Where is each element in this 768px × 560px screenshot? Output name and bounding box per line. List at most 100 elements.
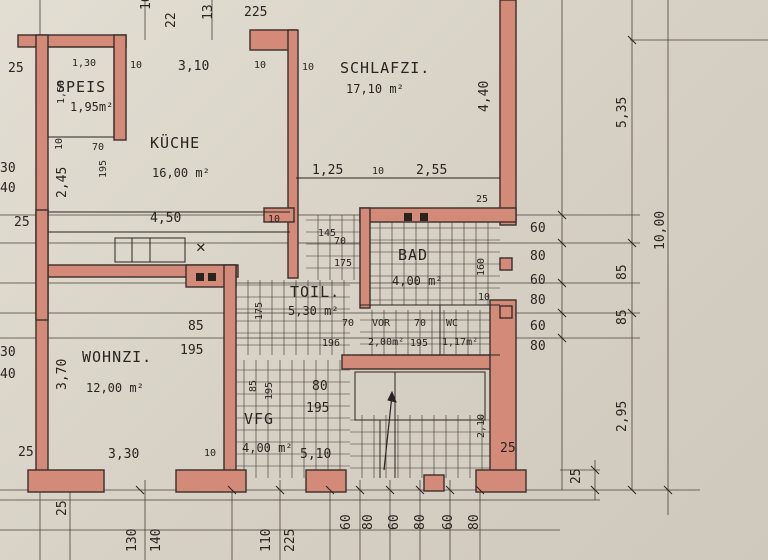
dim-vfg-195b: 195 (306, 401, 329, 416)
room-outlines (47, 46, 500, 356)
dim-wohn-195: 195 (180, 343, 203, 358)
dim-door-195: 195 (98, 160, 109, 178)
room-area-vfg: 4,00 m² (242, 441, 293, 455)
dim-w-255: 2,55 (416, 163, 447, 178)
dim-vfg-80: 80 (312, 379, 328, 394)
dim-r-535: 5,35 (615, 97, 630, 128)
dim-wohn-10: 10 (204, 448, 216, 459)
dim-kueche-310: 3,10 (178, 59, 209, 74)
dim-stair-210: 2,10 (476, 414, 487, 438)
room-name-wc: WC (446, 318, 458, 329)
wall-right-upper (499, 0, 517, 226)
wall-stair-top (341, 354, 503, 370)
dim-left-25a: 25 (8, 61, 24, 76)
dim-left-25c: 25 (18, 445, 34, 460)
stair (354, 371, 486, 478)
dim-r-80b: 80 (530, 293, 546, 308)
dim-kueche-10: 10 (254, 60, 266, 71)
room-name-vor: VOR (372, 318, 391, 329)
dim-top-22: 22 (164, 12, 179, 28)
room-name-kueche: KÜCHE (150, 133, 200, 152)
dim-r-85b: 85 (615, 309, 630, 325)
dim-bot-60b: 60 (387, 514, 402, 530)
dim-left-25b: 25 (14, 215, 30, 230)
dim-wohn-330: 3,30 (108, 447, 139, 462)
wall-kitchen-right (287, 29, 299, 279)
wall-speis-top (17, 34, 127, 48)
dim-kueche-245: 2,45 (55, 167, 70, 198)
dim-r-80c: 80 (530, 339, 546, 354)
dim-bot-225: 225 (283, 529, 298, 552)
dim-speis-10: 10 (130, 60, 142, 71)
room-name-bad: BAD (398, 246, 428, 264)
dim-r-60a: 60 (530, 221, 546, 236)
dim-r-85a: 85 (615, 264, 630, 280)
wall-bad-left (359, 207, 371, 309)
dim-width-450: 4,50 (150, 211, 181, 226)
dim-left-30: 30 (0, 161, 16, 176)
dim-door-70: 70 (92, 142, 104, 153)
dim-r-295: 2,95 (615, 401, 630, 432)
room-area-vor: 2,00m² (368, 337, 404, 348)
room-name-schlafzi: SCHLAFZI. (340, 59, 430, 77)
wall-bottom-left (27, 469, 105, 493)
dim-bad-160: 160 (476, 258, 487, 276)
dim-bot-60a: 60 (339, 514, 354, 530)
dim-bad-70: 70 (334, 236, 346, 247)
wall-right-lower (489, 299, 517, 481)
tick-marks (135, 35, 673, 495)
dim-r-80a: 80 (530, 249, 546, 264)
dim-left-30b: 30 (0, 345, 16, 360)
dim-vor-196: 196 (322, 338, 340, 349)
dim-kueche-10c: 10 (54, 138, 65, 150)
room-area-bad: 4,00 m² (392, 274, 443, 288)
room-area-wc: 1,17m² (442, 337, 478, 348)
dim-r-60b: 60 (530, 273, 546, 288)
dim-toil-175: 175 (254, 302, 265, 320)
wall-bottom-mid2 (305, 469, 347, 493)
room-area-wohnzi: 12,00 m² (86, 381, 144, 395)
dim-left-40b: 40 (0, 367, 16, 382)
tile-grid (232, 215, 500, 478)
dim-vfg-195: 195 (264, 382, 275, 400)
dim-bot-60c: 60 (441, 514, 456, 530)
dim-bad-145: 145 (318, 228, 336, 239)
dim-schlaf-440: 4,40 (477, 81, 492, 112)
flue-mark: ✕ (196, 237, 206, 256)
room-area-toil: 5,30 m² (288, 304, 339, 318)
dim-bot-25: 25 (55, 500, 70, 516)
dim-vor-195: 195 (410, 338, 428, 349)
dim-r-25: 25 (569, 468, 584, 484)
dimension-labels: 225 10 22 13 1,30 1,50 10 3,10 10 10 4,4… (0, 0, 668, 552)
room-area-speis: 1,95m² (70, 100, 113, 114)
dim-stair-25: 25 (500, 441, 516, 456)
wall-bottom-pillar (423, 474, 445, 492)
dim-wohn-370: 3,70 (55, 359, 70, 390)
wall-bottom-right (475, 469, 527, 493)
dim-bot-80c: 80 (467, 514, 482, 530)
dim-w-10a: 10 (268, 214, 280, 225)
wall-wohn-right (223, 264, 237, 476)
dim-vfg-510: 5,10 (300, 447, 331, 462)
dim-r-1000: 10,00 (653, 211, 668, 250)
dim-bot-130: 130 (125, 529, 140, 552)
dim-vor-70b: 70 (414, 318, 426, 329)
room-area-schlafzi: 17,10 m² (346, 82, 404, 96)
dim-w-125: 1,25 (312, 163, 343, 178)
dim-vfg-85: 85 (248, 380, 259, 392)
dim-r-60c: 60 (530, 319, 546, 334)
room-name-wohnzi: WOHNZI. (82, 348, 152, 366)
dim-top-10: 10 (139, 0, 154, 10)
dim-speis-130: 1,30 (72, 58, 96, 69)
dim-w-25: 25 (476, 194, 488, 205)
dim-bot-110: 110 (259, 529, 274, 552)
dim-w-10b: 10 (372, 166, 384, 177)
room-name-toil: TOIL. (290, 283, 340, 301)
dim-bot-140: 140 (149, 529, 164, 552)
dim-bad-175: 175 (334, 258, 352, 269)
fixtures: ✕ (196, 213, 428, 281)
dim-vor-70a: 70 (342, 318, 354, 329)
dim-speis-150: 1,50 (56, 80, 67, 104)
